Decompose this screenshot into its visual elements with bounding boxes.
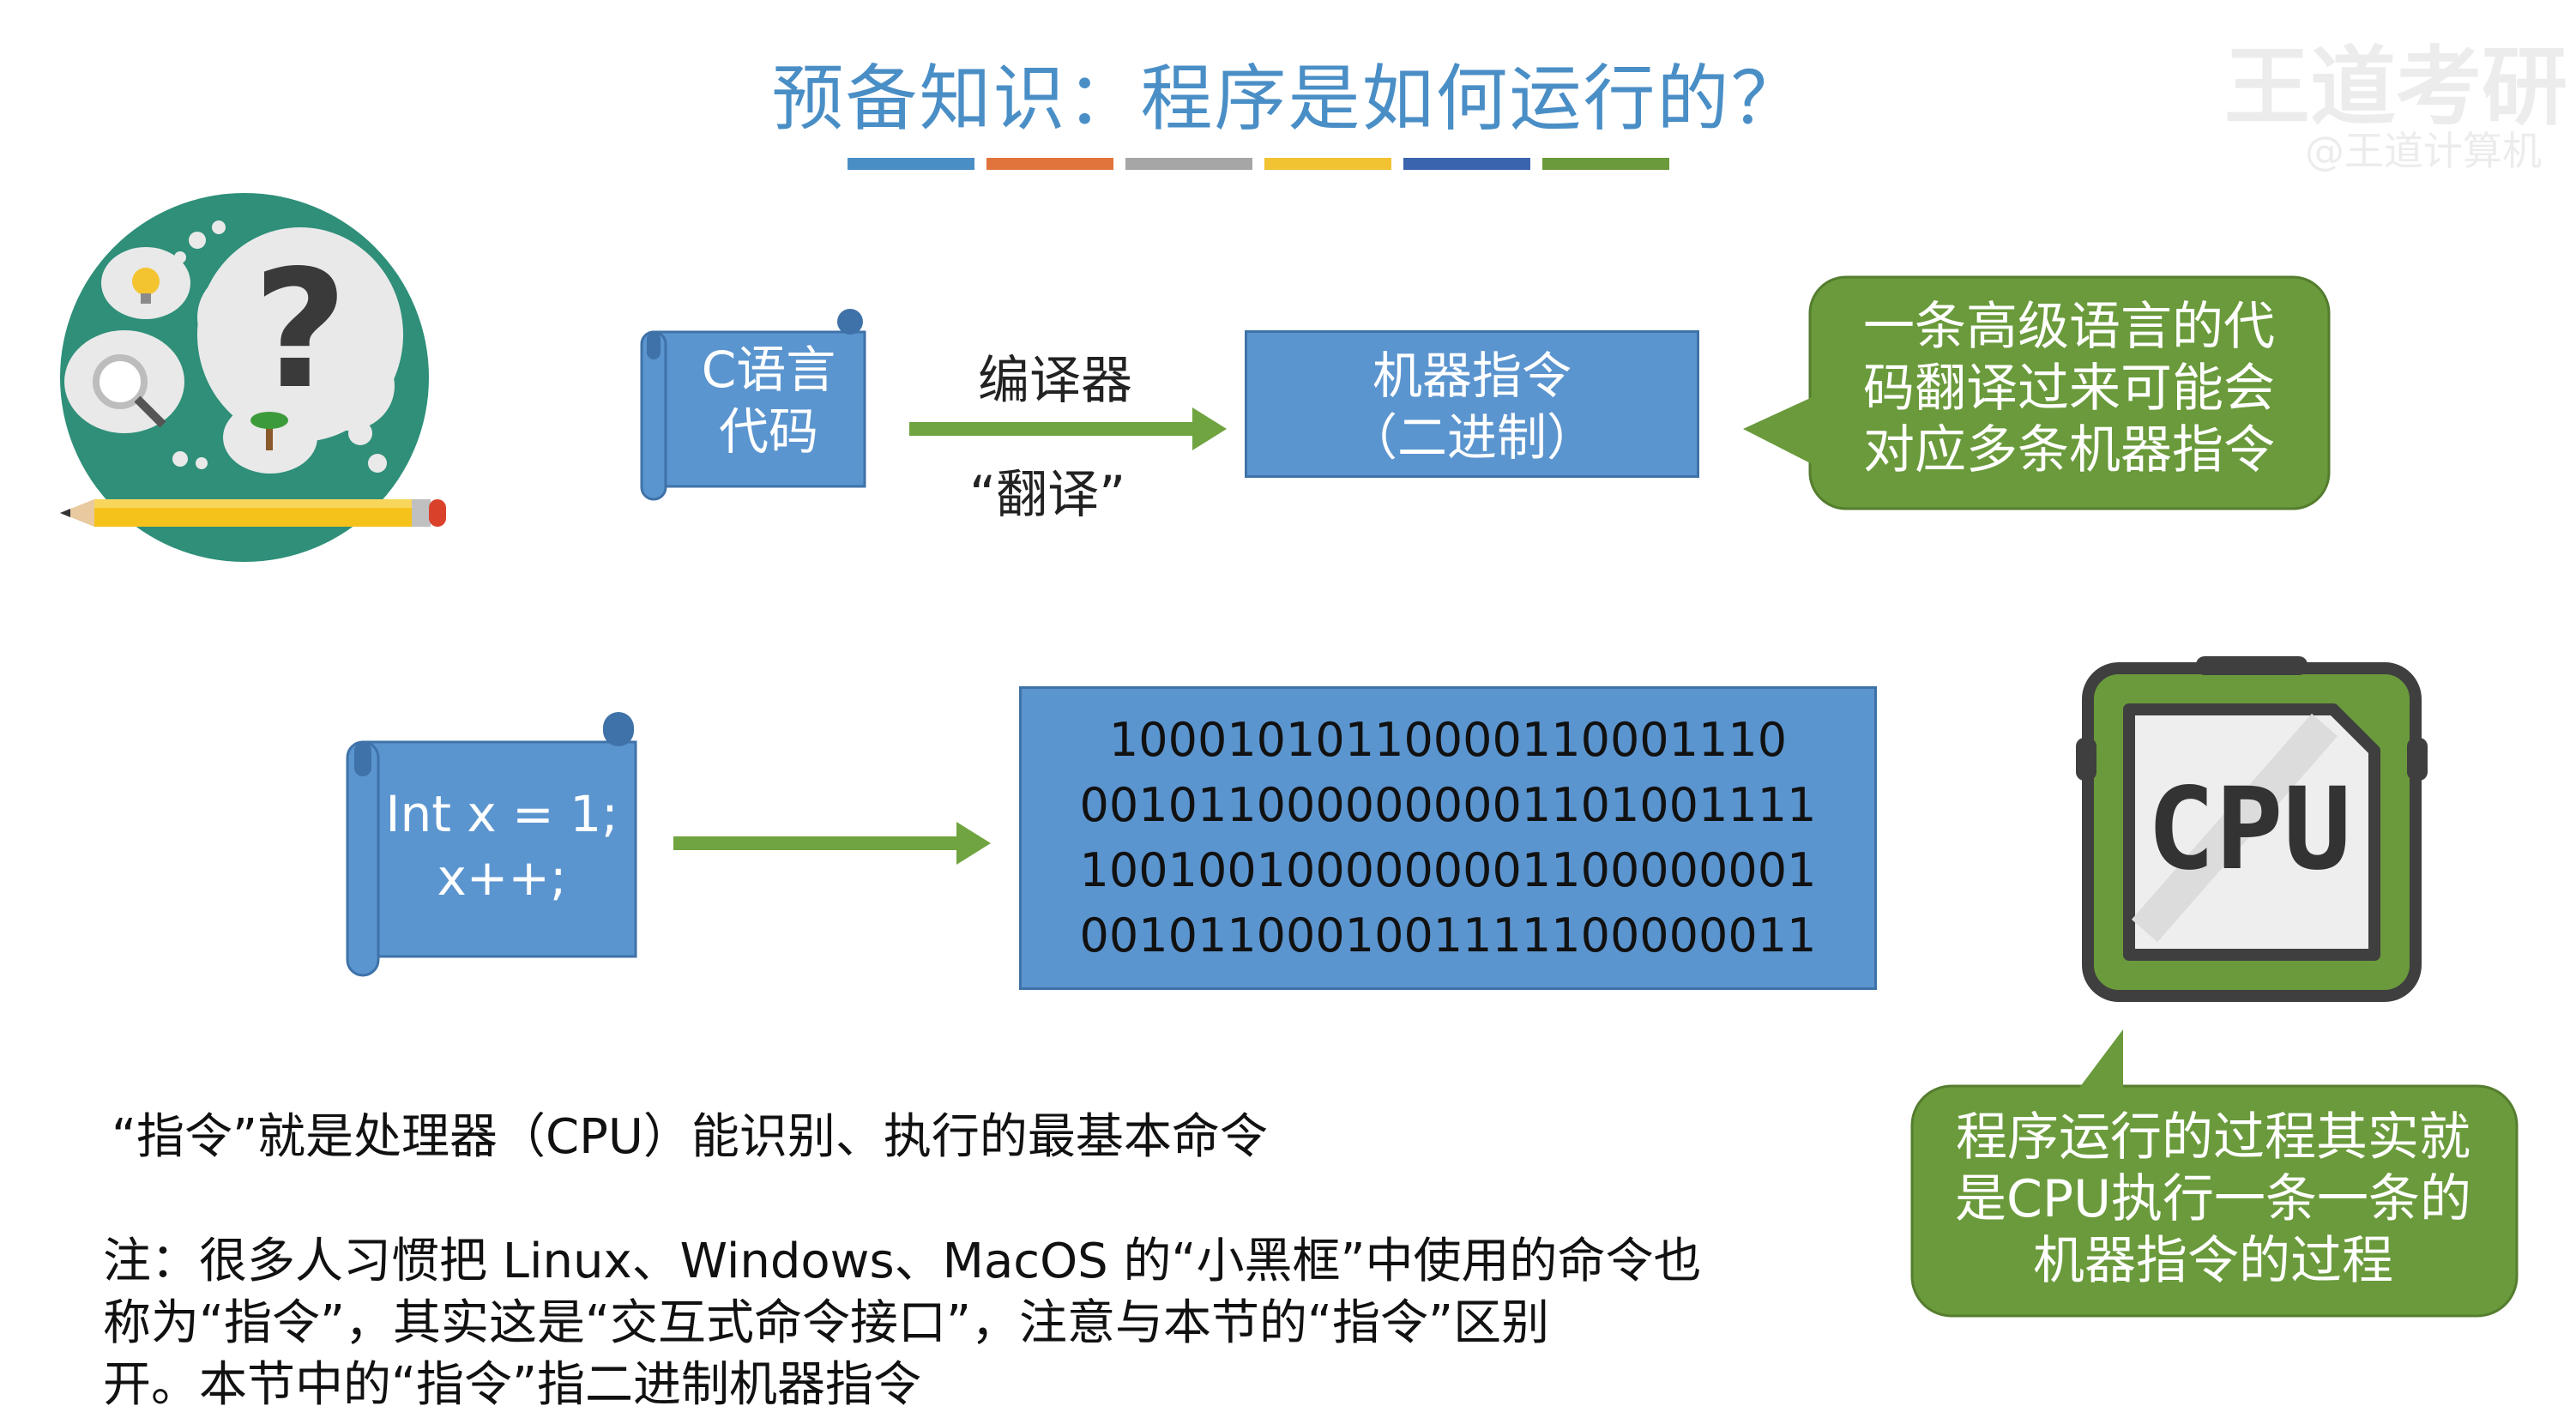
compile-arrow-icon bbox=[909, 407, 1227, 450]
title-bar-3 bbox=[1125, 158, 1252, 170]
title-bar-4 bbox=[1264, 158, 1391, 170]
thinking-illustration-icon: ? bbox=[60, 193, 446, 562]
binary-line-3: 1001001000000001100000001 bbox=[1079, 843, 1817, 897]
svg-text:?: ? bbox=[253, 235, 347, 425]
binary-line-1: 10001010110000110001110 bbox=[1108, 713, 1788, 767]
note-line-2: 称为“指令”，其实这是“交互式命令接口”，注意与本节的“指令”区别 bbox=[103, 1295, 1550, 1351]
callout-bottom-line1: 程序运行的过程其实就 bbox=[1956, 1107, 2470, 1168]
watermark-sub-text: @王道计算机 bbox=[2305, 128, 2542, 174]
note-line-1: 注：很多人习惯把 Linux、Windows、MacOS 的“小黑框”中使用的命… bbox=[103, 1234, 1702, 1289]
callout-bottom-line3: 机器指令的过程 bbox=[2033, 1231, 2393, 1291]
compiler-label: 编译器 bbox=[978, 351, 1132, 411]
source-code-line1: Int x = 1; bbox=[385, 785, 618, 843]
machine-box-line1: 机器指令 bbox=[1372, 347, 1572, 405]
binary-line-2: 0010110000000001101001111 bbox=[1079, 778, 1817, 832]
title-color-bars bbox=[848, 158, 1669, 170]
watermark-logo-text: 王道考研 bbox=[2224, 37, 2567, 137]
machine-box-line2: （二进制） bbox=[1347, 408, 1596, 467]
note-text: 注：很多人习惯把 Linux、Windows、MacOS 的“小黑框”中使用的命… bbox=[103, 1231, 1702, 1416]
c-code-scroll-label: C语言 代码 bbox=[662, 339, 875, 462]
title-bar-6 bbox=[1542, 158, 1669, 170]
callout-top-line3: 对应多条机器指令 bbox=[1863, 420, 2275, 480]
instruction-definition: “指令”就是处理器（CPU）能识别、执行的最基本命令 bbox=[112, 1109, 1268, 1165]
c-code-scroll-icon bbox=[640, 309, 866, 501]
title-bar-1 bbox=[848, 158, 974, 170]
note-line-3: 开。本节中的“指令”指二进制机器指令 bbox=[103, 1357, 922, 1413]
binary-line-4: 0010110001001111100000011 bbox=[1079, 908, 1817, 962]
callout-top-line2: 码翻译过来可能会 bbox=[1863, 359, 2275, 419]
source-code-text: Int x = 1; x++; bbox=[377, 782, 626, 909]
cpu-label: CPU bbox=[2146, 763, 2352, 896]
compile-arrow-2-icon bbox=[673, 822, 991, 865]
source-code-scroll-icon bbox=[346, 712, 637, 977]
callout-bottom-line2: 是CPU执行一条一条的 bbox=[1955, 1169, 2471, 1229]
c-code-scroll-line1: C语言 bbox=[701, 341, 836, 399]
machine-instruction-box: 机器指令 （二进制） bbox=[1245, 330, 1699, 478]
watermark: 王道考研 @王道计算机 bbox=[2173, 0, 2576, 197]
callout-top-text: 一条高级语言的代 码翻译过来可能会 对应多条机器指令 bbox=[1812, 296, 2326, 481]
source-code-line2: x++; bbox=[437, 848, 567, 907]
callout-bottom-text: 程序运行的过程其实就 是CPU执行一条一条的 机器指令的过程 bbox=[1921, 1107, 2505, 1292]
cpu-chip-icon bbox=[2076, 656, 2428, 1002]
binary-instructions-box: 10001010110000110001110 0010110000000001… bbox=[1019, 686, 1877, 990]
callout-bottom-shape bbox=[1910, 1029, 2519, 1318]
callout-top-line1: 一条高级语言的代 bbox=[1863, 297, 2275, 357]
title-bar-2 bbox=[986, 158, 1113, 170]
callout-top-shape bbox=[1743, 275, 2331, 510]
c-code-scroll-line2: 代码 bbox=[718, 402, 818, 461]
page-title: 预备知识：程序是如何运行的？ bbox=[771, 57, 1805, 141]
title-bar-5 bbox=[1403, 158, 1530, 170]
translate-label: “翻译” bbox=[969, 465, 1126, 525]
